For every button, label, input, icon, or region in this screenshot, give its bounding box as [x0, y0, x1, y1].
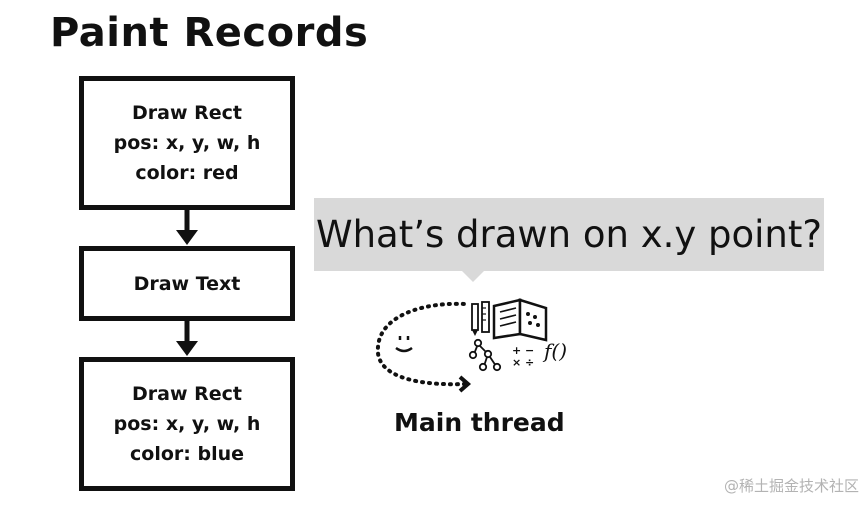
record-line: color: red: [135, 162, 239, 184]
page-title: Paint Records: [50, 10, 369, 56]
question-bubble: What’s drawn on x.y point?: [314, 198, 824, 271]
paint-record-draw-text: Draw Text: [79, 246, 295, 321]
ruler-icon: [481, 301, 490, 333]
record-line: Draw Text: [133, 272, 241, 295]
chevron-right-icon: [458, 375, 472, 393]
watermark: @稀土掘金技术社区: [723, 477, 859, 495]
main-thread-label: Main thread: [394, 408, 565, 437]
tree-diagram-icon: [468, 338, 502, 372]
function-icon: f(): [542, 339, 567, 363]
record-line: color: blue: [130, 443, 244, 465]
paint-record-draw-rect-red: Draw Rect pos: x, y, w, h color: red: [79, 76, 295, 210]
bubble-tail: [462, 271, 484, 282]
math-symbols-icon: + − × ÷: [512, 344, 538, 369]
question-text: What’s drawn on x.y point?: [315, 213, 823, 256]
down-arrow-icon: [176, 210, 198, 245]
record-line: pos: x, y, w, h: [113, 413, 261, 435]
open-book-icon: [492, 298, 548, 342]
math-line-2: × ÷: [512, 356, 534, 369]
main-thread-illustration: + − × ÷ f(): [375, 298, 567, 393]
record-line: pos: x, y, w, h: [113, 132, 261, 154]
dotted-loop-path: [375, 301, 467, 387]
record-line: Draw Rect: [132, 102, 242, 124]
paint-record-draw-rect-blue: Draw Rect pos: x, y, w, h color: blue: [79, 357, 295, 491]
smiley-icon: [395, 336, 413, 353]
math-line-1: + −: [512, 344, 534, 357]
record-line: Draw Rect: [132, 383, 242, 405]
down-arrow-icon: [176, 321, 198, 356]
pencil-icon: [471, 303, 479, 336]
